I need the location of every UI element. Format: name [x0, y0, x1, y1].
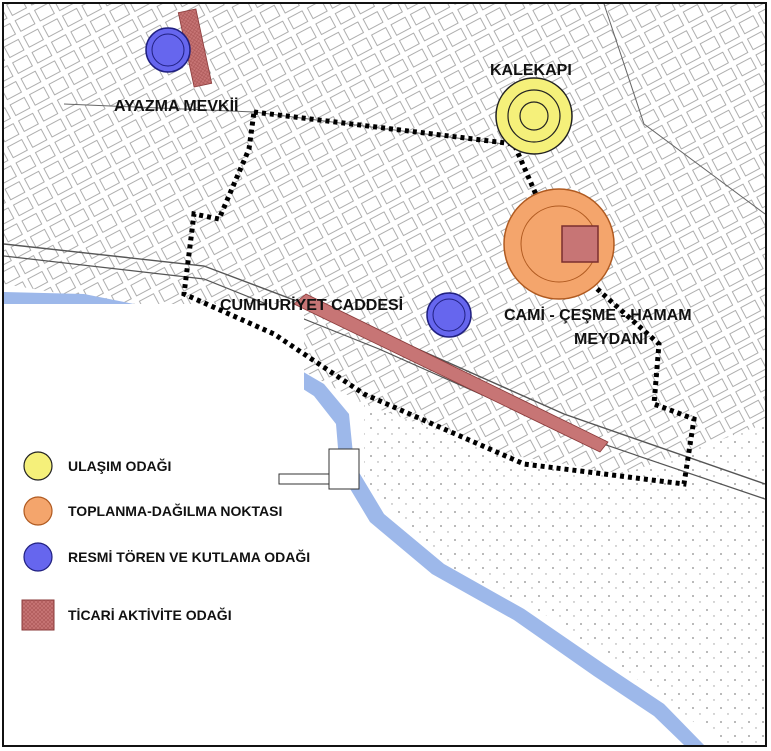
pier-building — [328, 448, 360, 490]
transport-focus-kalekapi — [495, 77, 573, 155]
urban-blocks — [4, 4, 765, 474]
legend-swatch-ceremony — [23, 542, 53, 572]
legend-swatch-gathering — [23, 496, 53, 526]
commercial-focus-cami — [561, 225, 599, 263]
label-ayazma: AYAZMA MEVKİİ — [114, 97, 238, 115]
legend-swatch-commercial — [21, 599, 55, 631]
gathering-point-cami — [503, 188, 615, 300]
legend-label-ceremony: RESMİ TÖREN VE KUTLAMA ODAĞI — [68, 548, 310, 565]
commercial-focus-cumhuriyet — [293, 293, 609, 453]
label-cami-line1: CAMİ - ÇEŞME - HAMAM — [504, 306, 692, 324]
label-cami-line2: MEYDANI — [574, 331, 648, 348]
ceremony-focus-ayazma — [145, 27, 191, 73]
label-cumhuriyet: CUMHURİYET CADDESİ — [220, 296, 403, 314]
east-road — [603, 4, 765, 215]
legend-label-transport: ULAŞIM ODAĞI — [68, 457, 171, 474]
ceremony-focus-cumhuriyet — [426, 292, 472, 338]
legend-swatch-transport — [23, 451, 53, 481]
legend: ULAŞIM ODAĞI TOPLANMA-DAĞILMA NOKTASI RE… — [21, 451, 310, 631]
coastal-road-edge — [4, 255, 765, 500]
park-vegetation — [364, 404, 765, 745]
pier — [278, 473, 330, 485]
label-kalekapi: KALEKAPI — [490, 62, 572, 79]
site-map: AYAZMA MEVKİİ KALEKAPI CUMHURİYET CADDES… — [4, 4, 765, 745]
legend-label-commercial: TİCARİ AKTİVİTE ODAĞI — [68, 606, 232, 623]
legend-label-gathering: TOPLANMA-DAĞILMA NOKTASI — [68, 502, 282, 519]
